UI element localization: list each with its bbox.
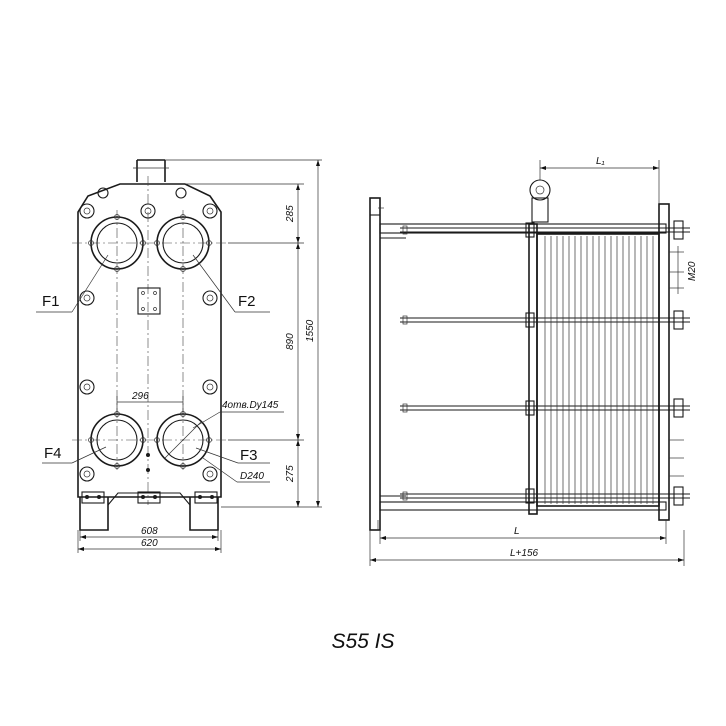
dim-1550: 1550 — [305, 319, 316, 342]
tie-rod-nuts — [402, 220, 684, 506]
dim-flange-diameter: D240 — [240, 471, 264, 482]
tie-bolts — [79, 203, 218, 482]
dim-l-plus-156: L+156 — [510, 548, 539, 559]
dim-296: 296 — [131, 391, 149, 402]
port-f3 — [154, 411, 212, 469]
dim-608: 608 — [141, 526, 158, 537]
port-label-f3: F3 — [240, 447, 258, 464]
model-caption: S55 IS — [331, 630, 395, 653]
port-label-f4: F4 — [44, 445, 62, 462]
feet — [79, 491, 219, 531]
port-f2 — [154, 214, 212, 272]
dim-620: 620 — [141, 538, 158, 549]
dim-275: 275 — [285, 465, 296, 483]
plate-pack — [544, 236, 654, 504]
dim-flange-note: 4отв.Dy145 — [222, 400, 279, 411]
side-bolts — [669, 251, 684, 477]
port-label-f1: F1 — [42, 293, 60, 310]
name-plate — [137, 287, 161, 315]
front-view — [36, 159, 322, 553]
dim-890: 890 — [285, 333, 296, 350]
port-label-f2: F2 — [238, 293, 256, 310]
side-view — [369, 160, 690, 566]
dim-m20: M20 — [687, 261, 698, 281]
dim-l: L — [514, 526, 520, 537]
dim-l1: L₁ — [596, 156, 605, 167]
dim-285: 285 — [285, 205, 296, 223]
port-f1 — [88, 214, 146, 272]
